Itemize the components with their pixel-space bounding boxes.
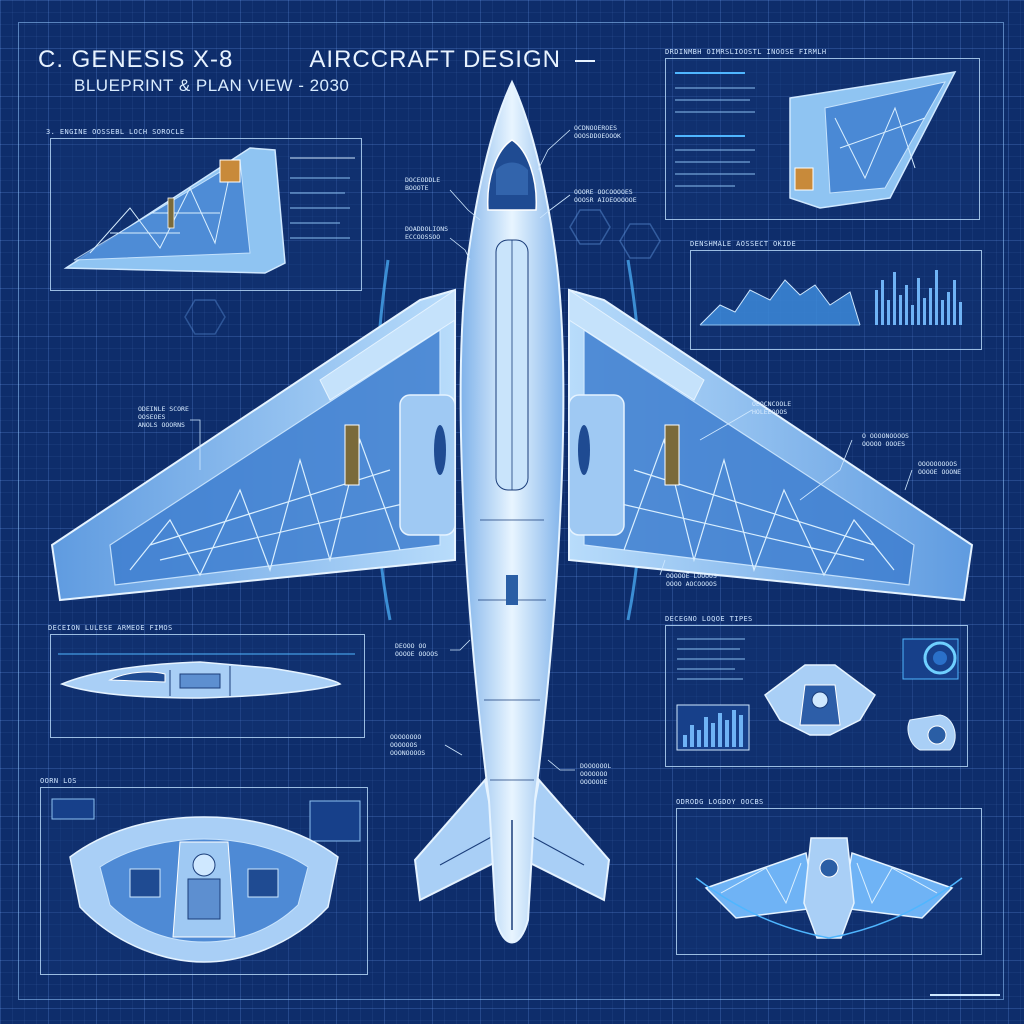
callout-tail: DOOOOOOL OOOOOOO OOOOOOE bbox=[580, 762, 612, 786]
callout-intake: DOADDOLIONS ECCOOSSOO bbox=[405, 225, 449, 241]
panel-cockpit-label: OORN LOS bbox=[40, 777, 77, 785]
panel-wing-detail-label: DRDINMBH OIMRSLIOOSTL INOOSE FIRMLH bbox=[665, 48, 827, 56]
frame-corner-mark bbox=[930, 994, 1000, 996]
right-wing bbox=[568, 288, 974, 602]
callout-left-wing: ODEINLE SCORE OOSEOES ANOLS OOORNS bbox=[138, 405, 189, 429]
page-title: C. GENESIS X-8 AIRCCRAFT DESIGN bbox=[38, 46, 595, 74]
blueprint-frame bbox=[18, 22, 1004, 1000]
panel-wing-section-label: 3. ENGINE OOSSEBL LOCH SOROCLE bbox=[46, 128, 185, 136]
panel-side-profile-label: DECEION LULESE ARMEOE FIMOS bbox=[48, 624, 173, 632]
title-dash bbox=[574, 59, 595, 62]
wing-section-drawing bbox=[63, 147, 355, 274]
callout-nose: OCDNOOEROES OOOSDDOEOOOK bbox=[574, 124, 621, 140]
left-wing bbox=[50, 288, 456, 602]
hexagon-decoration bbox=[569, 209, 661, 259]
callout-fuselage-1: DEOOO OO OOOOE OOOOS bbox=[395, 642, 439, 658]
panel-data-chart[interactable] bbox=[690, 250, 982, 350]
panel-rear-view-label: ODRODG LOGDOY OOCBS bbox=[676, 798, 764, 806]
wing-detail-drawing bbox=[675, 71, 957, 209]
callout-canopy-1: DOCEODDLE BOOOTE bbox=[405, 176, 441, 192]
callout-canopy-2: OOORE OOCOOOOES OOOSR AIOEOOOOOE bbox=[574, 188, 637, 204]
engine-detail-drawing bbox=[676, 638, 959, 751]
panel-engine-detail-label: DECEGNO LOQOE TIPES bbox=[665, 615, 753, 623]
cockpit-drawing bbox=[51, 798, 361, 963]
rear-view-drawing bbox=[695, 837, 963, 939]
title-left: C. GENESIS X-8 bbox=[38, 46, 234, 73]
page-subtitle: BLUEPRINT & PLAN VIEW - 2030 bbox=[74, 76, 350, 95]
callout-right-wing-4: OOOOOE LOOOOS OOOO AOCOOOOS bbox=[666, 572, 717, 588]
callout-right-wing-3: OOOOOOOOOS OOOOE OOONE bbox=[918, 460, 962, 476]
data-chart-drawing bbox=[699, 270, 962, 326]
callout-right-wing-1: OEOCNCOOLE HOLEEOOOS bbox=[752, 400, 792, 416]
panel-data-chart-label: DENSHMALE AOSSECT OKIDE bbox=[690, 240, 797, 248]
hexagon-decoration-left bbox=[184, 299, 226, 335]
callout-right-wing-2: O OOOONOOOOS OOOOO OOOES bbox=[862, 432, 909, 448]
title-right: AIRCCRAFT DESIGN bbox=[309, 46, 561, 73]
callout-fuselage-2: OOOOOOOO OOOOOOS OOONOOOOS bbox=[390, 733, 426, 757]
side-profile-drawing bbox=[58, 653, 355, 699]
